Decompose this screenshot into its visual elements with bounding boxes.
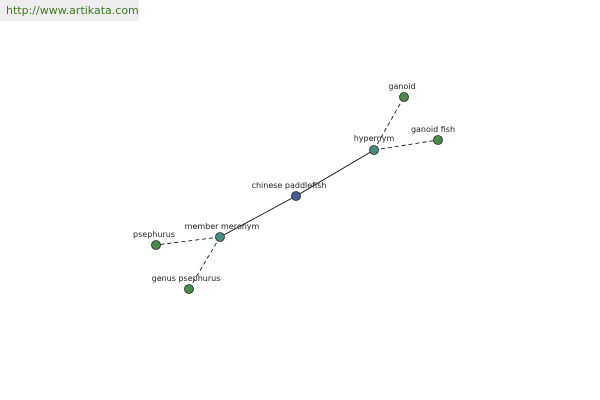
edge-hypernym-to-ganoid-fish: [373, 139, 439, 151]
node-ganoid[interactable]: [399, 92, 409, 102]
edges-layer: [155, 96, 439, 290]
node-genus-psephurus[interactable]: [184, 284, 194, 294]
labels-layer: chinese paddlefish hypernym member meronym…: [133, 82, 455, 283]
node-center[interactable]: [291, 191, 301, 201]
node-member-meronym[interactable]: [215, 232, 225, 242]
edge-center-to-member-meronym: [219, 195, 297, 238]
node-label-genus-psephurus[interactable]: genus psephurus: [152, 274, 221, 283]
edge-center-to-hypernym: [295, 149, 375, 197]
url-banner-text[interactable]: http://www.artikata.com: [6, 4, 139, 17]
url-banner: http://www.artikata.com: [0, 0, 139, 21]
node-label-ganoid-fish[interactable]: ganoid fish: [411, 125, 455, 134]
nodes-layer: [151, 92, 443, 294]
node-psephurus[interactable]: [151, 240, 161, 250]
node-label-ganoid[interactable]: ganoid: [388, 82, 415, 91]
node-label-center[interactable]: chinese paddlefish: [252, 181, 327, 190]
edge-hypernym-to-ganoid: [373, 96, 405, 151]
node-ganoid-fish[interactable]: [433, 135, 443, 145]
node-label-hypernym[interactable]: hypernym: [354, 134, 395, 143]
node-label-member-meronym[interactable]: member meronym: [185, 222, 260, 231]
node-hypernym[interactable]: [369, 145, 379, 155]
edge-member-meronym-to-genus-psephurus: [188, 236, 221, 290]
node-label-psephurus[interactable]: psephurus: [133, 230, 175, 239]
edge-member-meronym-to-psephurus: [155, 236, 221, 246]
